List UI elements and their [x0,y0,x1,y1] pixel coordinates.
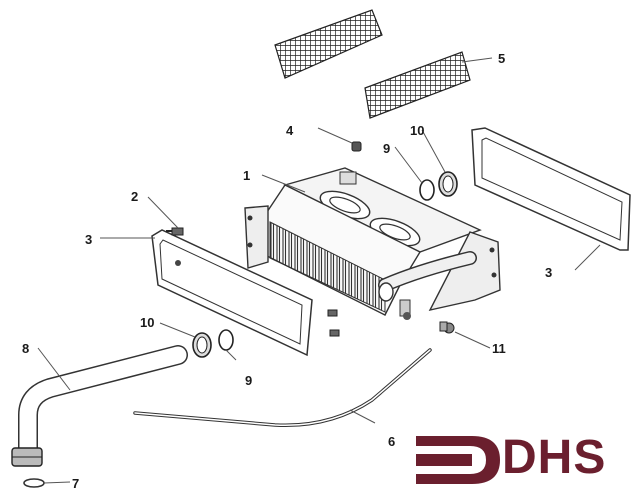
dhs-logo-text: DHS [502,431,607,484]
clamp-ring-left-part-10 [192,332,212,358]
nut-part-4 [351,141,362,152]
callout-9-upper: 9 [383,141,391,156]
callout-3-left: 3 [85,232,93,247]
callout-5: 5 [498,51,506,66]
callout-8: 8 [22,341,30,356]
fitting-part-11 [439,321,455,334]
leader-lines [37,57,601,484]
callout-3-right: 3 [545,265,553,280]
callout-11: 11 [492,341,506,356]
tube-part-6 [133,348,432,428]
mesh-screen-upper [274,9,383,79]
dhs-logo-mark [416,436,500,484]
callout-1: 1 [243,168,251,183]
o-ring-left-part-9 [218,329,234,351]
callout-10-upper: 10 [410,123,425,138]
callout-7: 7 [72,476,80,491]
callout-10-lower: 10 [140,315,155,330]
o-ring-part-7 [23,478,45,488]
heater-core-part-1 [244,167,501,320]
mesh-screen-lower [364,51,471,119]
callout-6: 6 [388,434,396,449]
clamp-ring-right-part-10 [438,171,458,197]
gasket-frame-right-part-3 [471,127,631,251]
o-ring-right-part-9 [419,179,435,201]
callout-2: 2 [131,189,139,204]
callout-4: 4 [286,123,294,138]
hose-part-8 [11,345,188,467]
screws-lower [327,309,340,337]
callout-9-lower: 9 [245,373,253,388]
gasket-frame-left-part-3 [151,229,313,357]
